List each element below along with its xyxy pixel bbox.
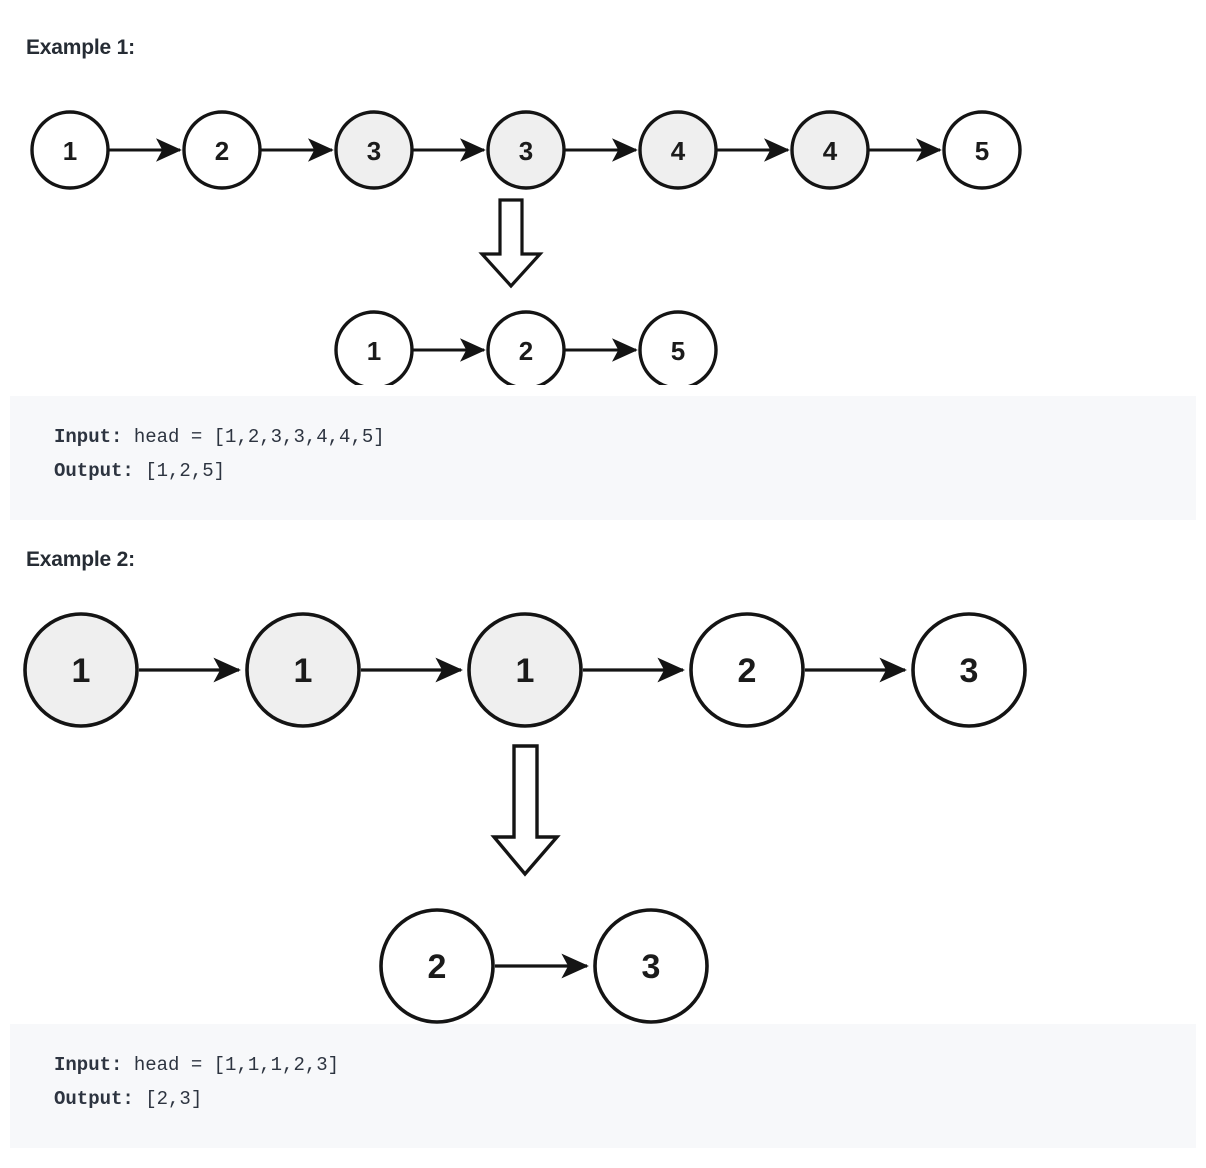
node-value: 3 <box>960 652 979 690</box>
node-circle <box>638 310 718 385</box>
input-label: Input: <box>54 1054 123 1076</box>
node-value: 5 <box>975 136 989 166</box>
output-value: [1,2,5] <box>133 460 226 482</box>
arrow-shape <box>490 744 561 877</box>
list-node: 3 <box>911 612 1027 728</box>
list-node-highlighted: 4 <box>790 110 870 190</box>
node-circle <box>942 110 1022 190</box>
down-block-arrow-icon <box>490 744 561 877</box>
node-value: 2 <box>519 336 533 366</box>
example-1-output-line: Output: [1,2,5] <box>54 456 225 486</box>
node-circle <box>790 110 870 190</box>
example-2-heading: Example 2: <box>26 548 135 571</box>
node-circle <box>182 110 262 190</box>
output-value: [2,3] <box>133 1088 203 1110</box>
list-node: 2 <box>689 612 805 728</box>
list-node: 2 <box>486 310 566 385</box>
node-circle <box>23 612 139 728</box>
node-value: 1 <box>367 336 381 366</box>
node-value: 3 <box>367 136 381 166</box>
down-block-arrow-icon <box>478 198 544 289</box>
arrow-shape <box>478 198 544 289</box>
example-1-input-row: 1 2 3 3 4 4 5 <box>30 110 1022 190</box>
node-value: 1 <box>72 652 91 690</box>
list-node-highlighted: 1 <box>23 612 139 728</box>
list-node-highlighted: 3 <box>486 110 566 190</box>
output-label: Output: <box>54 1088 134 1110</box>
list-node-highlighted: 4 <box>638 110 718 190</box>
node-circle <box>379 908 495 1024</box>
node-circle <box>467 612 583 728</box>
example-1-output-row: 1 2 5 <box>334 310 718 385</box>
example-1-input-line: Input: head = [1,2,3,3,4,4,5] <box>54 422 385 452</box>
node-circle <box>245 612 361 728</box>
node-circle <box>911 612 1027 728</box>
example-1-diagram: 1 2 3 3 4 4 5 <box>30 110 1022 385</box>
node-circle <box>334 310 414 385</box>
input-value: head = [1,2,3,3,4,4,5] <box>122 426 385 448</box>
example-2-output-row: 2 3 <box>379 908 709 1024</box>
list-node-highlighted: 3 <box>334 110 414 190</box>
list-node: 1 <box>30 110 110 190</box>
node-value: 4 <box>671 136 686 166</box>
example-1-code-block: Input: head = [1,2,3,3,4,4,5] Output: [1… <box>10 396 1196 520</box>
node-circle <box>30 110 110 190</box>
node-value: 4 <box>823 136 838 166</box>
node-value: 2 <box>215 136 229 166</box>
example-2-input-line: Input: head = [1,1,1,2,3] <box>54 1050 339 1080</box>
node-circle <box>689 612 805 728</box>
node-value: 3 <box>519 136 533 166</box>
node-circle <box>638 110 718 190</box>
list-node-highlighted: 1 <box>467 612 583 728</box>
node-value: 1 <box>294 652 313 690</box>
output-label: Output: <box>54 460 134 482</box>
list-node: 5 <box>942 110 1022 190</box>
example-2-output-line: Output: [2,3] <box>54 1084 202 1114</box>
node-value: 2 <box>428 948 447 986</box>
node-circle <box>334 110 414 190</box>
node-circle <box>486 110 566 190</box>
node-circle <box>593 908 709 1024</box>
example-2-input-row: 1 1 1 2 3 <box>23 612 1027 728</box>
list-node: 2 <box>379 908 495 1024</box>
input-label: Input: <box>54 426 123 448</box>
input-value: head = [1,1,1,2,3] <box>122 1054 340 1076</box>
node-value: 1 <box>516 652 535 690</box>
example-2-diagram: 1 1 1 2 3 <box>23 612 1027 1024</box>
example-2-code-block: Input: head = [1,1,1,2,3] Output: [2,3] <box>10 1024 1196 1148</box>
node-value: 1 <box>63 136 77 166</box>
list-node-highlighted: 1 <box>245 612 361 728</box>
list-node: 3 <box>593 908 709 1024</box>
list-node: 1 <box>334 310 414 385</box>
example-1-heading: Example 1: <box>26 36 135 59</box>
node-value: 5 <box>671 336 685 366</box>
node-circle <box>486 310 566 385</box>
node-value: 3 <box>642 948 661 986</box>
node-value: 2 <box>738 652 757 690</box>
list-node: 2 <box>182 110 262 190</box>
list-node: 5 <box>638 310 718 385</box>
